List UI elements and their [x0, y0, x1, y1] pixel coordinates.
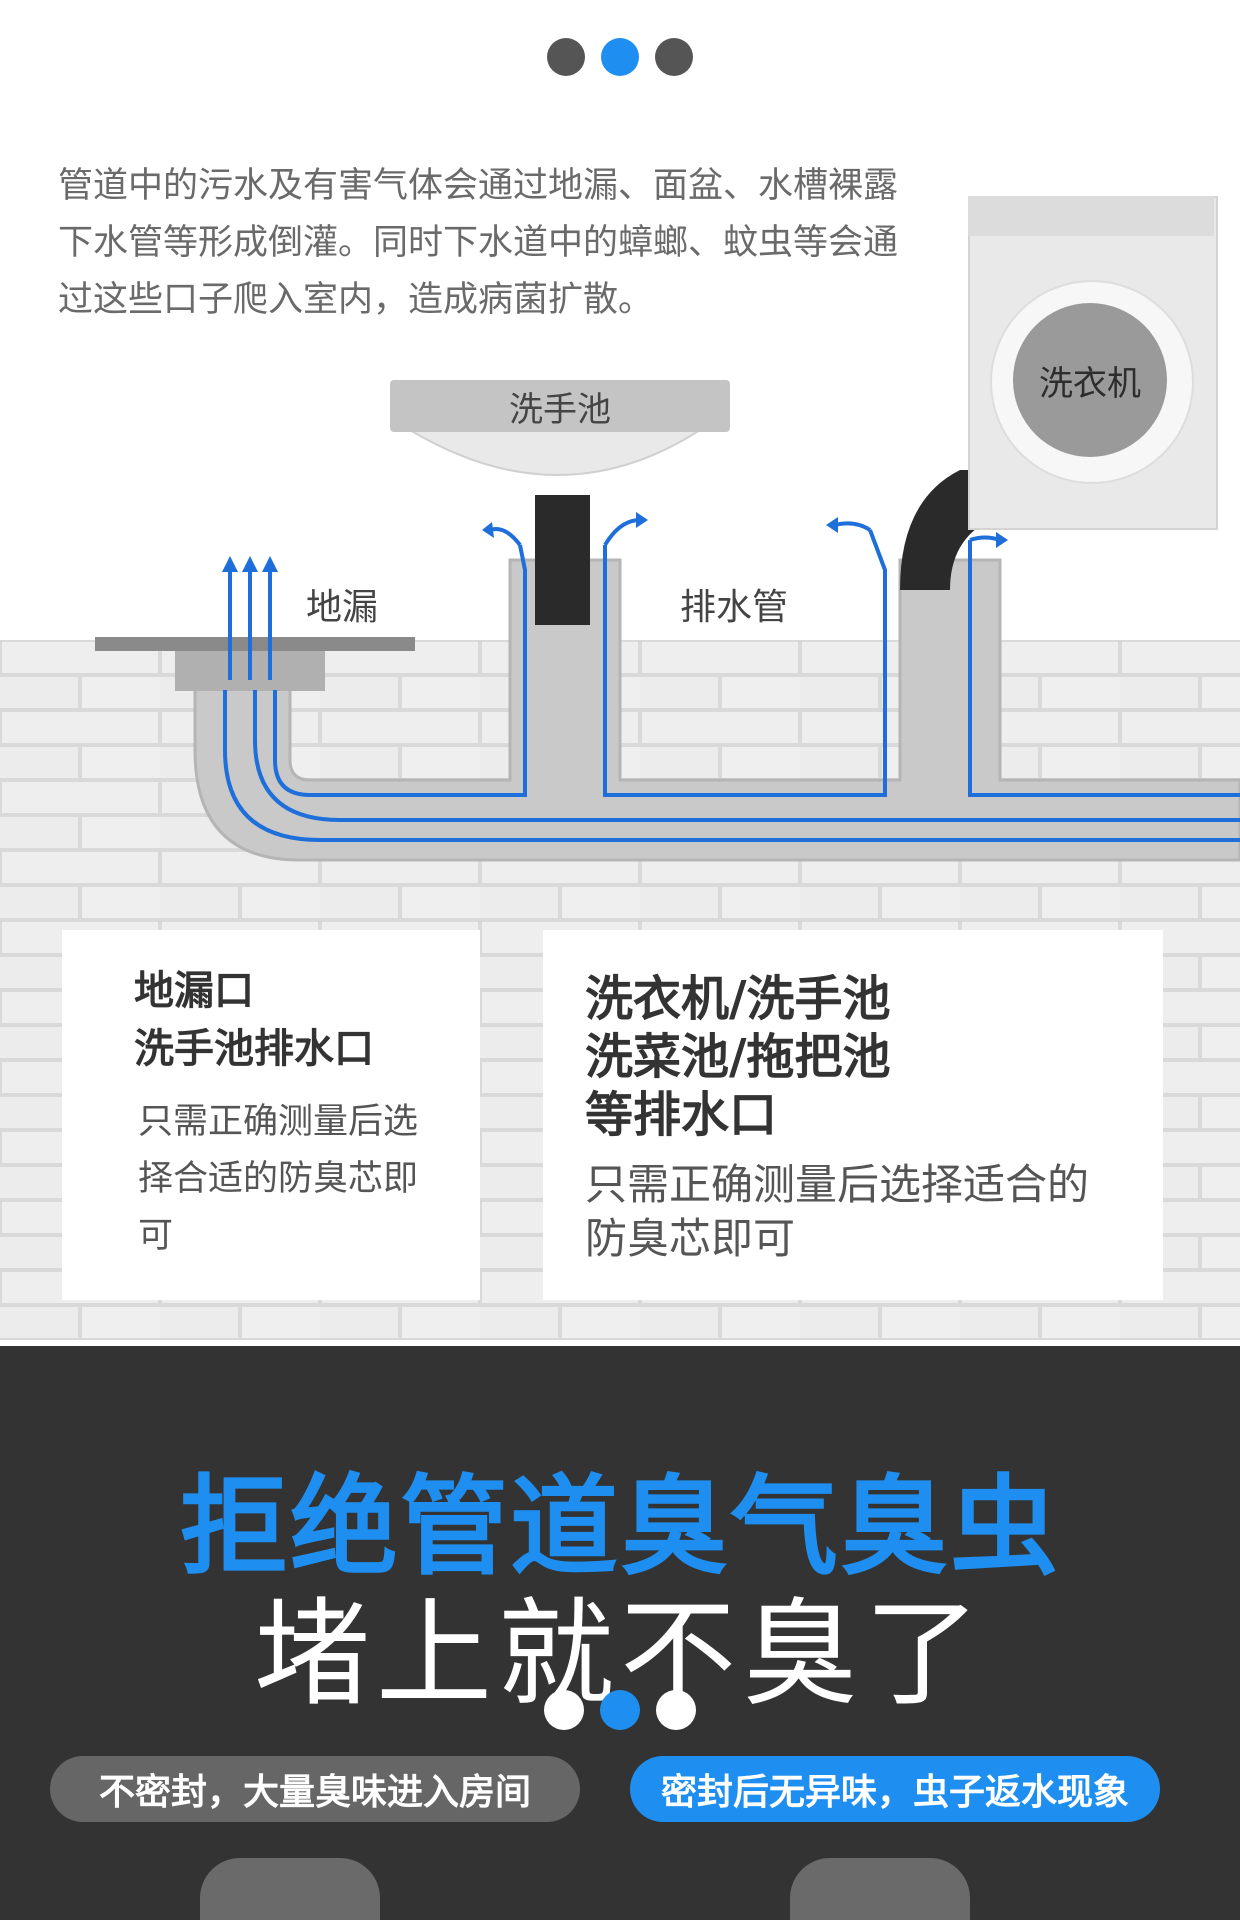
carousel-dot[interactable] — [655, 38, 693, 76]
info-card-washer-sink: 洗衣机/洗手池 洗菜池/拖把池 等排水口 只需正确测量后选择适合的防臭芯即可 — [543, 930, 1163, 1300]
unsealed-comparison-tag: 不密封，大量臭味进入房间 — [50, 1756, 580, 1822]
info-card-floor-drain: 地漏口 洗手池排水口 只需正确测量后选择合适的防臭芯即可 — [62, 930, 480, 1300]
drain-pipe-label: 排水管 — [680, 587, 789, 628]
carousel-dot[interactable] — [544, 1690, 584, 1730]
drain-fitting-illustration-left — [200, 1858, 380, 1920]
carousel-indicator-bottom — [0, 1690, 1240, 1730]
carousel-dot-active[interactable] — [600, 1690, 640, 1730]
intro-text: 管道中的污水及有害气体会通过地漏、面盆、水槽裸露下水管等形成倒灌。同时下水道中的… — [58, 166, 899, 320]
carousel-indicator-top — [0, 38, 1240, 76]
card-title: 洗衣机/洗手池 洗菜池/拖把池 等排水口 — [585, 971, 891, 1143]
drain-pipe-diagram — [95, 429, 1240, 862]
sealed-comparison-tag: 密封后无异味，虫子返水现象 — [630, 1756, 1160, 1822]
card-description: 只需正确测量后选择合适的防臭芯即可 — [138, 1102, 419, 1256]
card-title: 地漏口 洗手池排水口 — [134, 968, 374, 1072]
washing-machine-top-panel — [968, 196, 1214, 236]
floor-drain-label: 地漏 — [306, 587, 379, 628]
sink-label-plate: 洗手池 — [390, 380, 730, 432]
carousel-dot[interactable] — [547, 38, 585, 76]
carousel-dot-active[interactable] — [601, 38, 639, 76]
carousel-dot[interactable] — [656, 1690, 696, 1730]
tag-label: 不密封，大量臭味进入房间 — [98, 1772, 531, 1813]
sink-label: 洗手池 — [509, 389, 611, 430]
washing-machine-door: 洗衣机 — [1013, 303, 1167, 457]
promo-headline: 拒绝管道臭气臭虫 — [179, 1465, 1060, 1590]
drain-fitting-illustration-right — [790, 1858, 970, 1920]
tag-label: 密封后无异味，虫子返水现象 — [660, 1772, 1129, 1813]
dark-promo-section — [0, 1346, 1240, 1920]
washer-label: 洗衣机 — [1039, 363, 1141, 404]
card-description: 只需正确测量后选择适合的防臭芯即可 — [585, 1160, 1090, 1263]
